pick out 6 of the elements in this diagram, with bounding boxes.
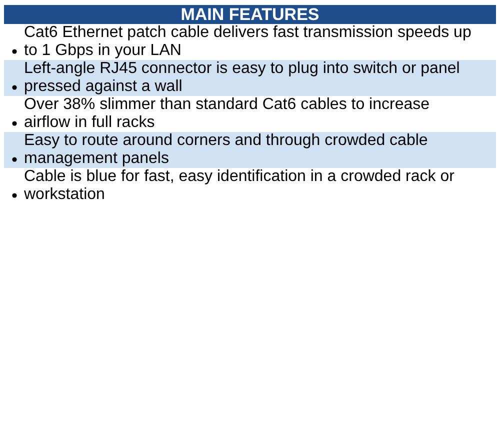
header-bar: MAIN FEATURES xyxy=(4,5,496,24)
feature-text: Left-angle RJ45 connector is easy to plug into switch or panel pressed against a wall xyxy=(24,60,461,96)
feature-text: Cable is blue for fast, easy identification in a crowded rack or workstation xyxy=(24,168,456,204)
feature-text: Over 38% slimmer than standard Cat6 cables to increase airflow in full racks xyxy=(24,96,431,132)
feature-text: Cat6 Ethernet patch cable delivers fast transmission speeds up to 1 Gbps in your LAN xyxy=(24,24,472,60)
feature-text: Easy to route around corners and through crowded cable management panels xyxy=(24,132,429,168)
